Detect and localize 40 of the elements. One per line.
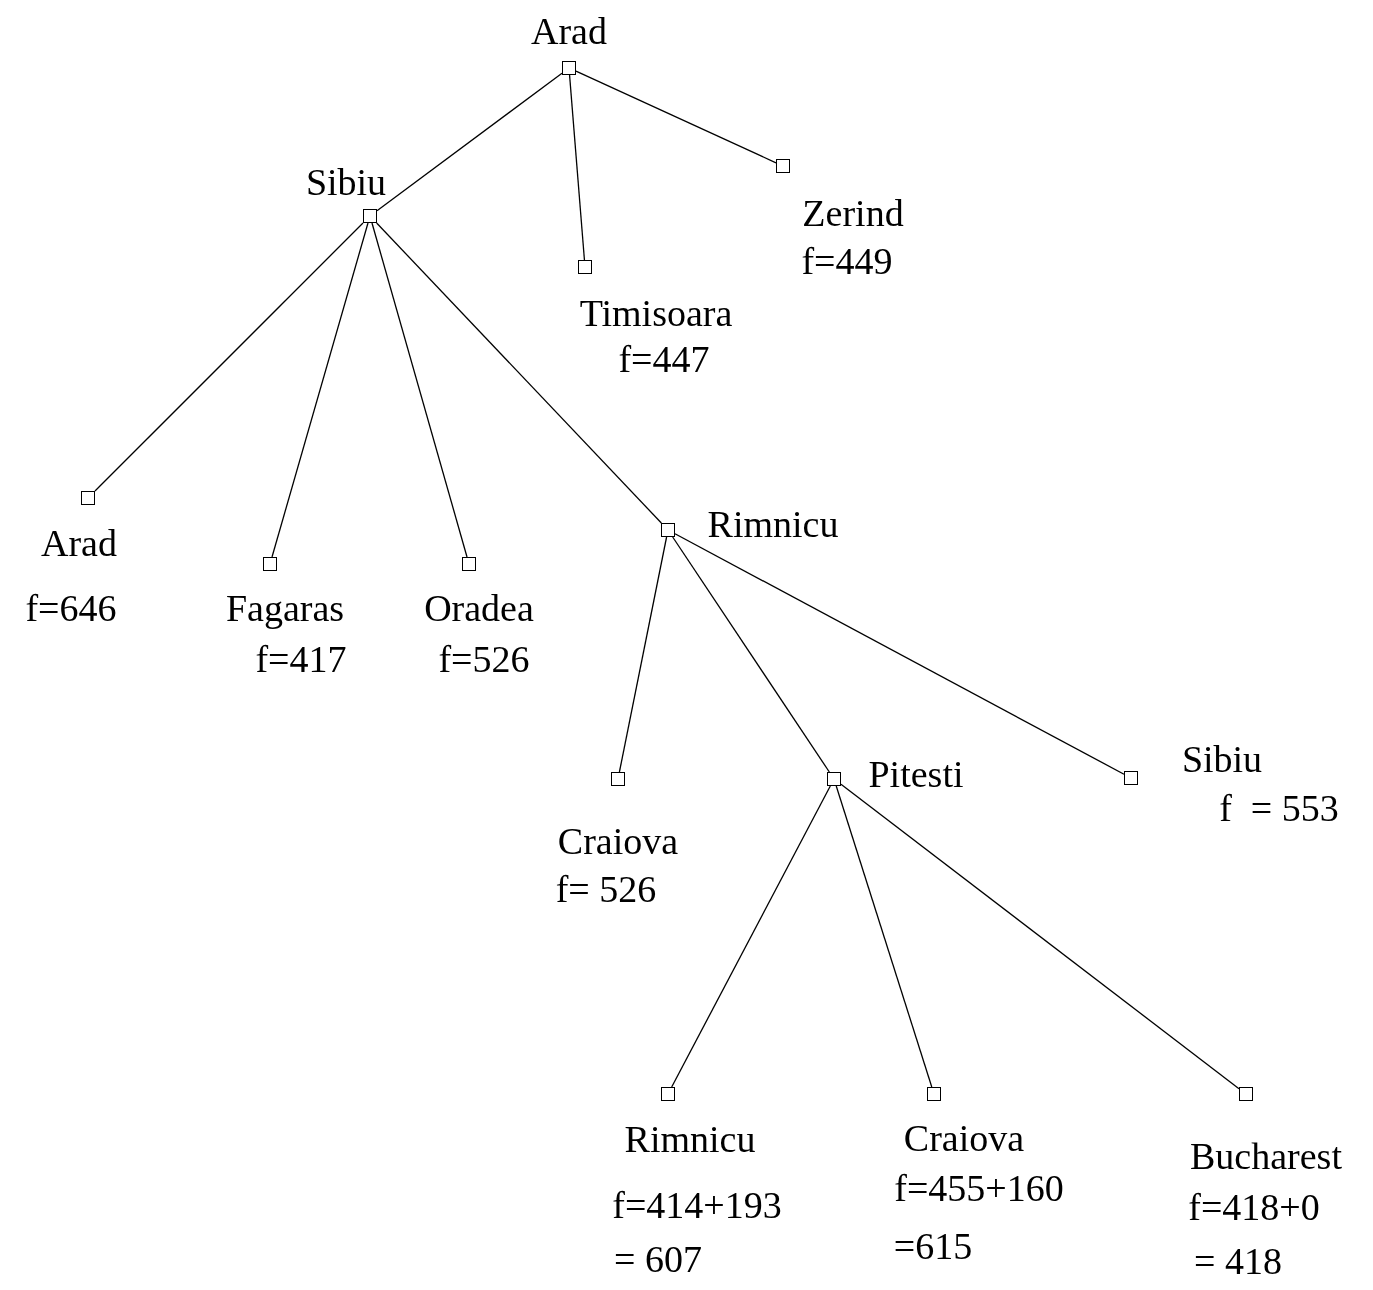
tree-edge <box>671 785 831 1088</box>
city-name: Arad <box>41 524 117 562</box>
f-value: = 607 <box>614 1240 702 1278</box>
city-name: Craiova <box>903 1119 1025 1157</box>
city-name: Sibiu <box>1181 740 1263 778</box>
f-value: f=646 <box>25 589 117 627</box>
f-value: f=414+193 <box>612 1186 782 1224</box>
city-name: Bucharest <box>1190 1137 1342 1175</box>
f-value: f=449 <box>801 242 893 280</box>
f-value: f=455+160 <box>894 1169 1064 1207</box>
tree-edge <box>575 70 777 164</box>
tree-edge <box>840 783 1240 1090</box>
f-value: f= 526 <box>555 870 657 908</box>
f-value: f=526 <box>438 640 530 678</box>
tree-edge <box>835 785 933 1088</box>
f-value: f=417 <box>255 640 347 678</box>
f-value: f=447 <box>618 340 710 378</box>
tree-edge <box>271 222 369 558</box>
city-name: Rimnicu <box>624 1120 756 1158</box>
f-value: = 418 <box>1194 1242 1282 1280</box>
tree-edge <box>376 72 563 212</box>
city-name: Arad <box>531 12 607 50</box>
city-name: Rimnicu <box>707 505 839 543</box>
tree-edge <box>618 536 668 773</box>
f-value: f = 553 <box>1219 789 1339 827</box>
city-name: Craiova <box>557 822 679 860</box>
city-name: Zerind <box>802 194 904 232</box>
tree-edge <box>674 533 1125 775</box>
city-name: Fagaras <box>225 589 345 627</box>
city-name: Pitesti <box>868 755 964 793</box>
tree-edge <box>371 222 468 558</box>
f-value: f=418+0 <box>1188 1188 1320 1226</box>
tree-edge <box>94 222 364 492</box>
city-name: Oradea <box>424 589 534 627</box>
tree-edge <box>376 222 662 524</box>
tree-edge <box>568 74 586 261</box>
city-name: Timisoara <box>579 294 733 332</box>
f-value: =615 <box>893 1227 973 1265</box>
city-name: Sibiu <box>305 163 387 201</box>
tree-edge <box>672 536 830 773</box>
